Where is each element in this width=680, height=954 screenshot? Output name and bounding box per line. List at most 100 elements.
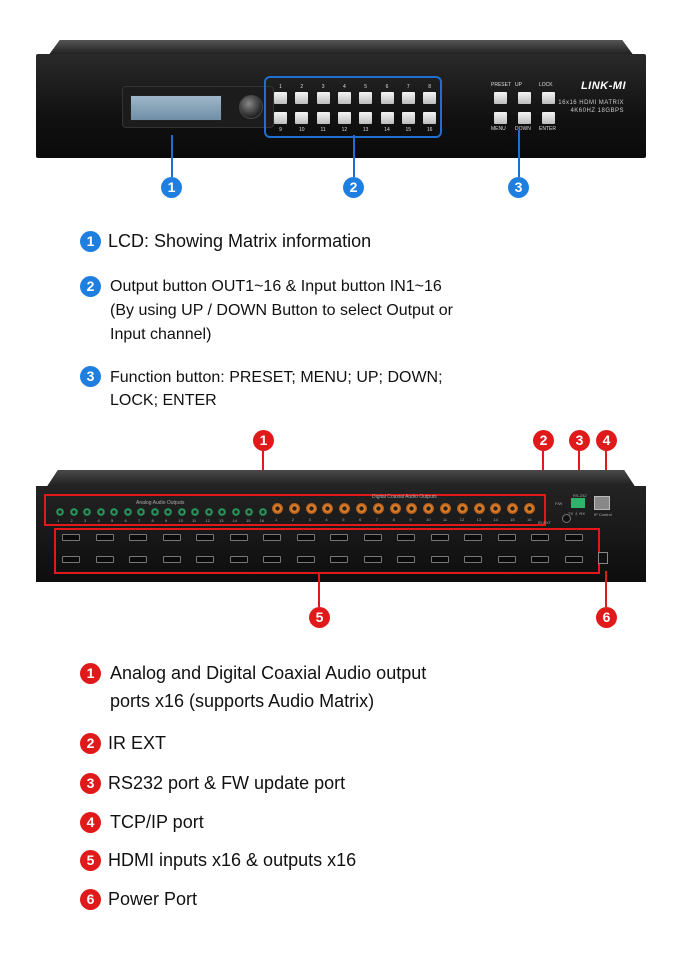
channel-number: 14 [384,127,390,133]
channel-button[interactable] [316,112,330,124]
channel-number: 13 [362,127,369,133]
control-knob [239,95,263,119]
rear-desc-badge-6: 6 [80,889,101,910]
analog-port-number: 6 [124,518,127,523]
hdmi-input-port [263,534,281,541]
channel-button[interactable] [401,92,415,104]
channel-button[interactable] [380,112,394,124]
channel-button[interactable] [423,112,437,124]
analog-port-number: 14 [232,518,237,523]
desc-lcd: LCD: Showing Matrix information [108,231,372,251]
power-jack [598,552,608,564]
function-button-label: ENTER [539,126,556,132]
hdmi-output-port [497,556,516,563]
channel-number: 3 [321,84,325,90]
rear-desc-audio-line1: Analog and Digital Coaxial Audio output [110,663,427,683]
desc-function-line2: LOCK; ENTER [110,392,217,409]
channel-number: 1 [279,84,282,90]
analog-audio-port [137,508,145,516]
function-button[interactable] [518,92,531,104]
rear-panel-top [46,470,636,488]
coax-audio-port [389,503,401,514]
desc-badge-2: 2 [80,276,101,297]
function-button[interactable] [542,112,555,124]
hdmi-output-port [330,556,348,563]
channel-number: 7 [406,84,410,90]
hdmi-output-port [62,556,80,563]
hdmi-output-port [129,556,147,563]
channel-button[interactable] [337,92,351,104]
channel-button[interactable] [316,92,330,104]
function-button[interactable] [494,112,507,124]
analog-audio-port [164,508,172,516]
rear-desc-hdmi: HDMI inputs x16 & outputs x16 [108,850,357,870]
desc-badge-1: 1 [80,231,101,252]
channel-button[interactable] [359,112,373,124]
coax-port-number: 16 [527,517,532,522]
channel-button[interactable] [295,112,309,124]
channel-button[interactable] [359,92,373,104]
function-button[interactable] [518,112,531,124]
channel-button[interactable] [380,92,394,104]
coax-port-number: 11 [443,517,448,522]
coax-port-number: 5 [342,517,345,522]
rear-callout-4: 4 [596,430,617,451]
channel-number: 6 [385,84,389,90]
analog-audio-port [218,508,226,516]
coax-port-number: 3 [308,517,311,522]
analog-port-number: 12 [205,518,210,523]
channel-button[interactable] [274,92,287,104]
model-line-1: 16x16 HDMI MATRIX [558,100,624,106]
hdmi-output-port [531,556,549,563]
rear-callout-line-6 [605,571,607,607]
coax-port-number: 12 [459,517,465,522]
channel-number: 10 [299,127,305,133]
analog-audio-port [83,508,91,516]
hdmi-input-port [430,534,449,541]
hdmi-input-port [196,534,214,541]
channel-number: 4 [343,84,346,90]
analog-audio-port [150,508,159,516]
analog-audio-port [110,508,118,516]
coax-audio-port [406,503,418,514]
hdmi-input-port [296,534,315,541]
analog-port-number: 1 [57,518,60,523]
coax-port-number: 1 [275,517,278,522]
fw-label: F/W [555,501,563,506]
hdmi-input-port [95,534,114,541]
coax-port-number: 6 [359,517,362,522]
analog-audio-port [191,508,199,516]
function-button-label: PRESET [491,82,512,88]
function-button[interactable] [542,92,555,104]
rs232-terminal [571,498,585,508]
channel-button[interactable] [295,92,309,104]
channel-button[interactable] [401,112,415,124]
channel-button[interactable] [274,112,287,124]
callout-line-1 [171,135,173,177]
rear-desc-badge-3: 3 [80,773,101,794]
rear-desc-audio-line2: ports x16 (supports Audio Matrix) [110,691,375,711]
coax-audio-port [272,503,283,514]
rear-desc-power: Power Port [108,889,198,909]
hdmi-input-port [129,534,147,541]
hdmi-output-port [363,556,382,563]
coax-port-number: 14 [493,517,498,522]
function-button-label: MENU [491,126,506,132]
rear-desc-badge-4: 4 [80,812,101,833]
channel-number: 11 [320,127,326,133]
channel-button[interactable] [337,112,351,124]
coax-port-number: 4 [325,517,328,522]
analog-audio-port [258,508,267,516]
channel-button[interactable] [423,92,437,104]
hdmi-output-port [95,556,114,563]
rear-callout-2: 2 [533,430,554,451]
rear-callout-1: 1 [253,430,274,451]
hdmi-ports-highlight [54,528,600,574]
hdmi-output-port [263,556,281,563]
hdmi-output-port [564,556,583,563]
function-button[interactable] [494,92,507,104]
analog-audio-port [204,508,213,516]
audio-ports-highlight [44,494,546,526]
hdmi-output-port [162,556,181,563]
channel-number: 8 [428,84,431,90]
